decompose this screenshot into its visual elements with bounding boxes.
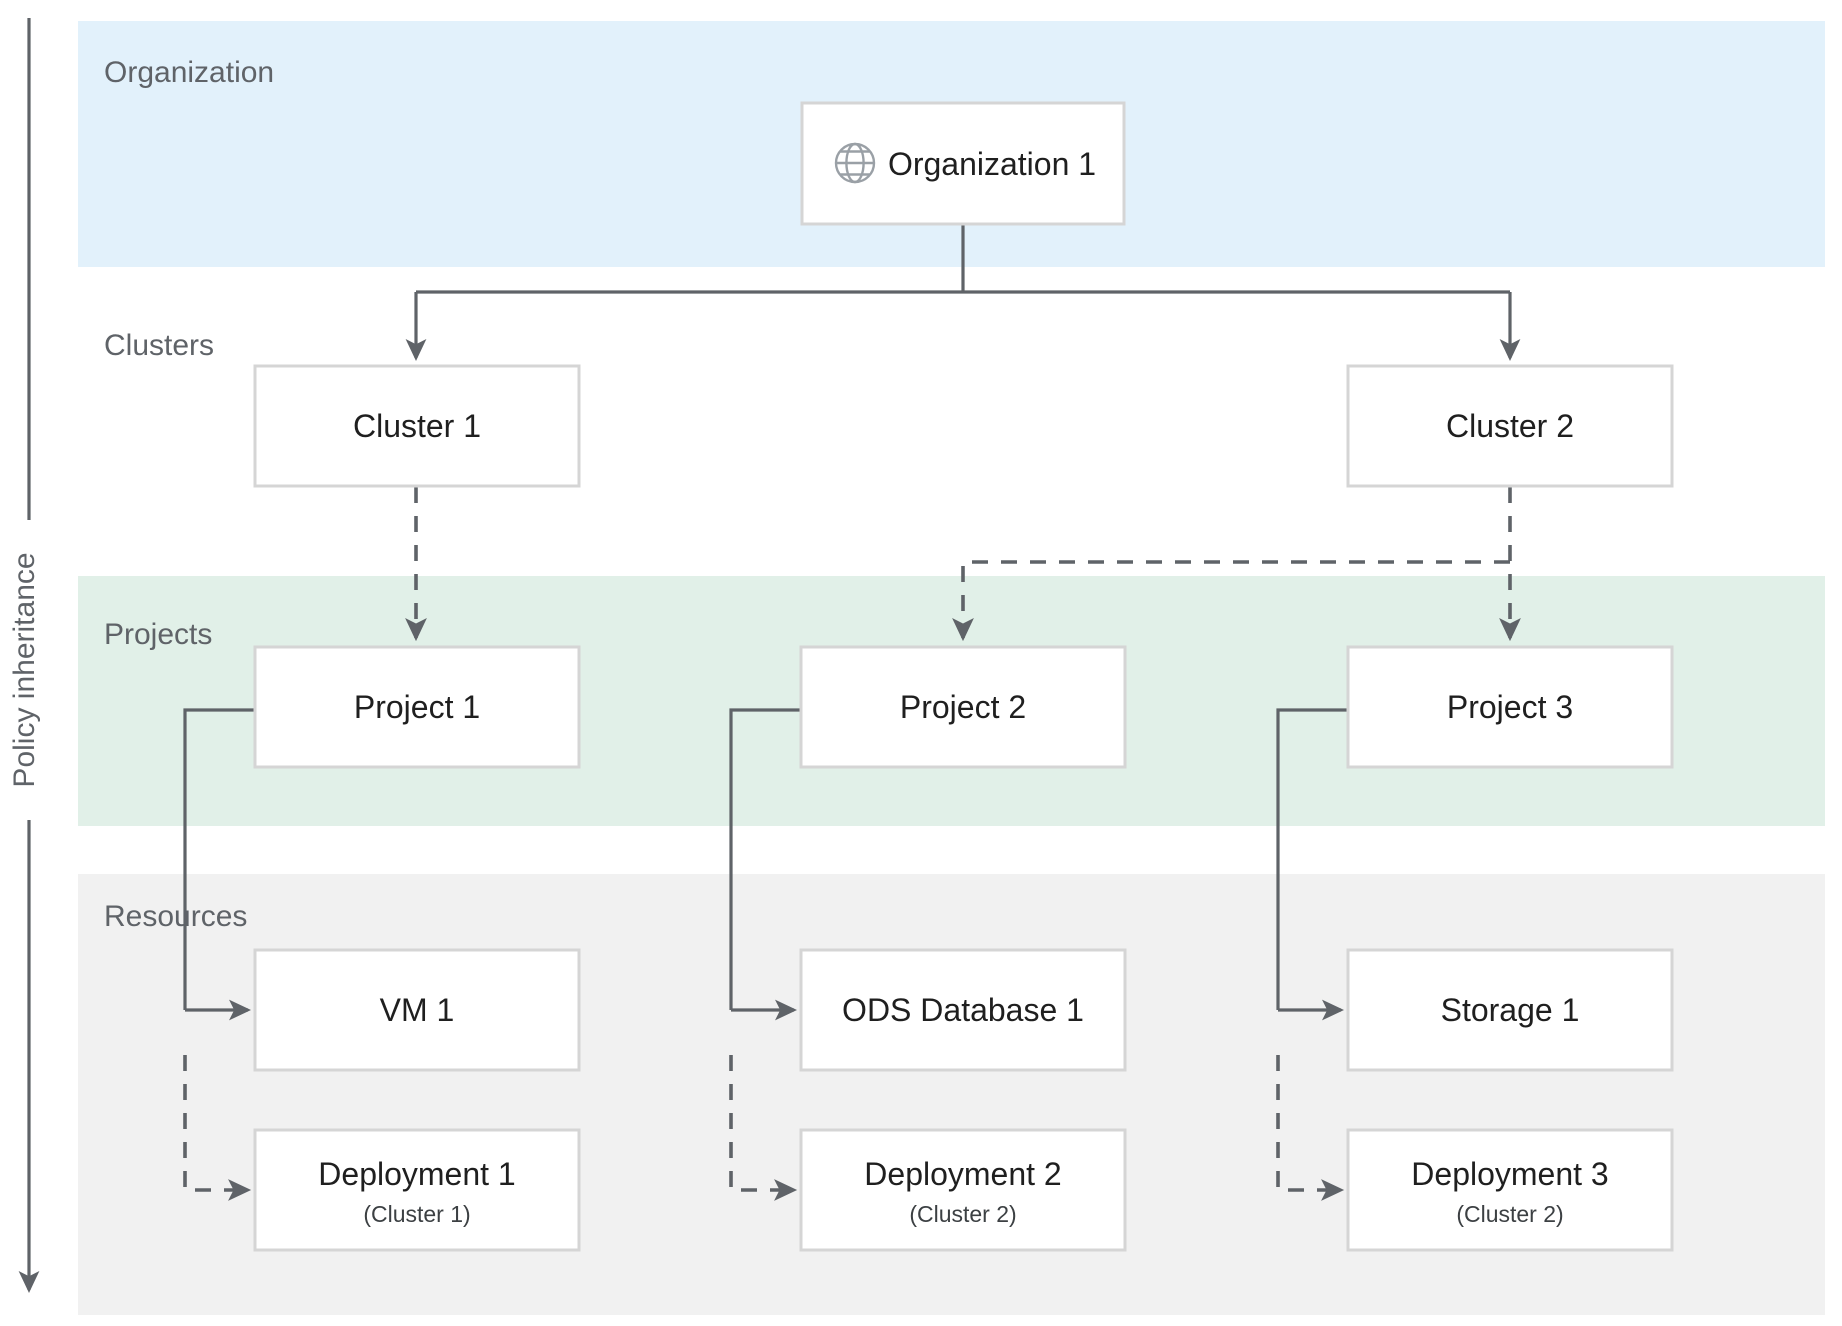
edge-project-3-to-deployment-3 xyxy=(1276,1055,1345,1201)
edge-group-organization-clusters xyxy=(405,224,1521,361)
node-deployment-1-sublabel: (Cluster 1) xyxy=(363,1201,470,1227)
band-label-organization: Organization xyxy=(104,56,274,89)
band-label-clusters: Clusters xyxy=(104,329,214,362)
edge-group-project-2-resources xyxy=(729,708,801,1201)
node-ods-database-1-label: ODS Database 1 xyxy=(842,992,1084,1028)
node-cluster-1-box[interactable] xyxy=(253,364,581,488)
node-deployment-2-box[interactable] xyxy=(799,1128,1127,1252)
node-project-2-box[interactable] xyxy=(799,645,1127,769)
edge-project-3-spine xyxy=(1276,708,1348,1010)
node-deployment-3-label: Deployment 3 xyxy=(1411,1156,1608,1192)
node-deployment-1-label: Deployment 1 xyxy=(318,1156,515,1192)
edge-group-project-3-resources xyxy=(1276,708,1348,1201)
node-ods-database-1[interactable]: ODS Database 1 xyxy=(799,948,1127,1072)
edge-project-1-spine xyxy=(183,708,255,1010)
node-deployment-1-box[interactable] xyxy=(253,1128,581,1252)
policy-inheritance-axis: Policy inheritance xyxy=(8,18,50,1293)
edge-group-clusters-projects xyxy=(405,487,1521,642)
axis-label-backdrop xyxy=(10,520,50,820)
band-label-resources: Resources xyxy=(104,900,247,933)
node-storage-1-box[interactable] xyxy=(1346,948,1674,1072)
node-project-1-box[interactable] xyxy=(253,645,581,769)
edge-cluster-2-to-project-2 xyxy=(952,560,1510,642)
node-cluster-1-label: Cluster 1 xyxy=(353,408,481,444)
edge-project-1-to-deployment-1 xyxy=(183,1055,252,1201)
node-project-3-box[interactable] xyxy=(1346,645,1674,769)
node-project-3-label: Project 3 xyxy=(1447,689,1573,725)
globe-icon xyxy=(834,142,876,184)
edge-project-2-to-deployment-2 xyxy=(729,1055,798,1201)
node-project-1[interactable]: Project 1 xyxy=(253,645,581,769)
band-label-projects: Projects xyxy=(104,618,212,651)
node-cluster-2[interactable]: Cluster 2 xyxy=(1346,364,1674,488)
node-vm-1[interactable]: VM 1 xyxy=(253,948,581,1072)
node-deployment-2-sublabel: (Cluster 2) xyxy=(909,1201,1016,1227)
node-storage-1[interactable]: Storage 1 xyxy=(1346,948,1674,1072)
node-project-2[interactable]: Project 2 xyxy=(799,645,1127,769)
node-deployment-2[interactable]: Deployment 2 (Cluster 2) xyxy=(799,1128,1127,1252)
node-project-2-label: Project 2 xyxy=(900,689,1026,725)
node-cluster-2-label: Cluster 2 xyxy=(1446,408,1574,444)
node-deployment-3-sublabel: (Cluster 2) xyxy=(1456,1201,1563,1227)
edge-group-project-1-resources xyxy=(183,708,255,1201)
node-deployment-2-label: Deployment 2 xyxy=(864,1156,1061,1192)
node-cluster-2-box[interactable] xyxy=(1346,364,1674,488)
node-organization-1-label: Organization 1 xyxy=(888,146,1096,182)
node-organization-1[interactable]: Organization 1 xyxy=(800,101,1126,226)
node-deployment-1[interactable]: Deployment 1 (Cluster 1) xyxy=(253,1128,581,1252)
axis-label-policy-inheritance: Policy inheritance xyxy=(8,552,41,787)
node-project-1-label: Project 1 xyxy=(354,689,480,725)
node-cluster-1[interactable]: Cluster 1 xyxy=(253,364,581,488)
node-project-3[interactable]: Project 3 xyxy=(1346,645,1674,769)
node-ods-database-1-box[interactable] xyxy=(799,948,1127,1072)
edge-project-2-spine xyxy=(729,708,801,1010)
node-deployment-3[interactable]: Deployment 3 (Cluster 2) xyxy=(1346,1128,1674,1252)
band-clusters: Clusters xyxy=(104,329,214,362)
node-storage-1-label: Storage 1 xyxy=(1441,992,1580,1028)
node-vm-1-box[interactable] xyxy=(253,948,581,1072)
node-deployment-3-box[interactable] xyxy=(1346,1128,1674,1252)
node-vm-1-label: VM 1 xyxy=(380,992,455,1028)
